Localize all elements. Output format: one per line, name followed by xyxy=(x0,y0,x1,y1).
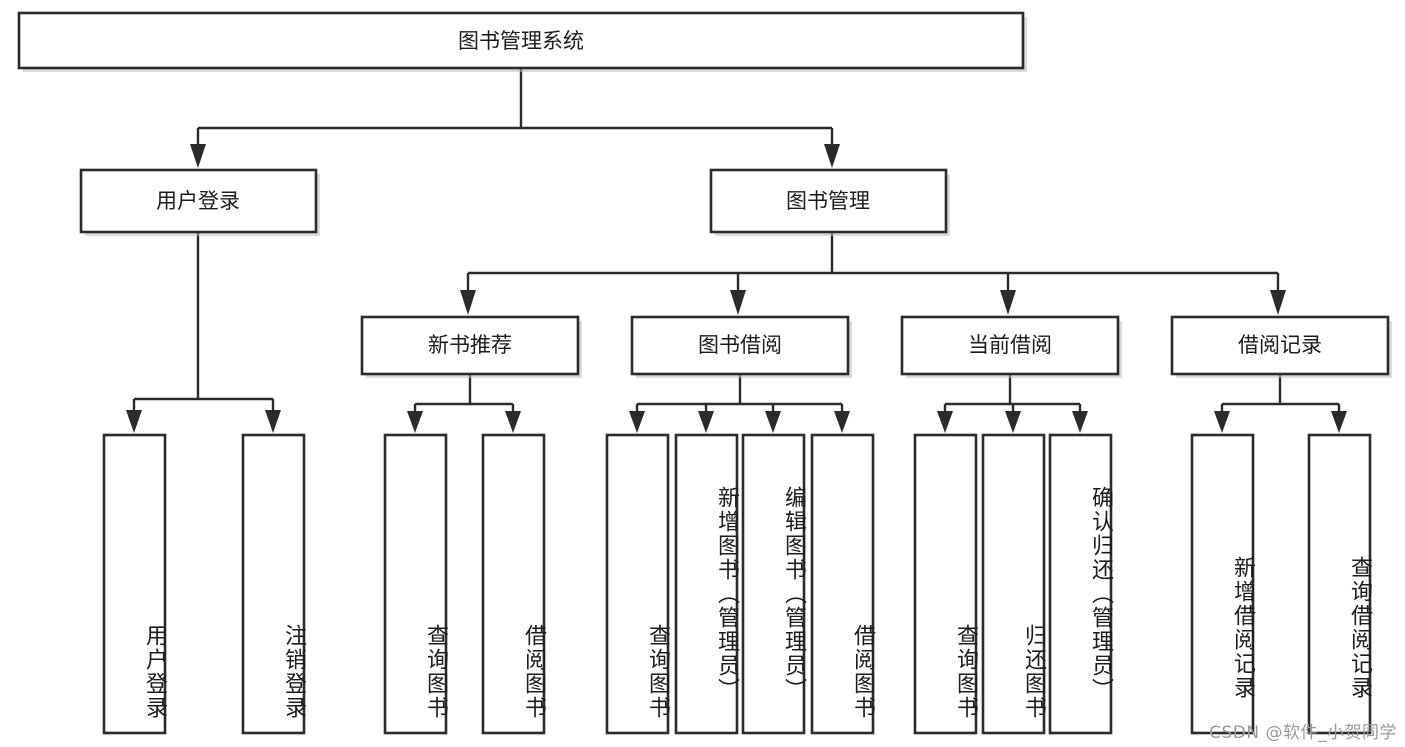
arrow-to-leaf-query-book-1 xyxy=(407,411,423,433)
label-borrow-record: 借阅记录 xyxy=(1238,333,1322,357)
arrow-to-leaf-add-book xyxy=(698,411,714,433)
label-book-management: 图书管理 xyxy=(786,189,870,213)
label-current-borrow: 当前借阅 xyxy=(968,333,1052,357)
node-leaf-logout-login[interactable] xyxy=(241,433,306,735)
arrow-to-leaf-query-book-2 xyxy=(629,411,645,433)
node-leaf-query-record[interactable] xyxy=(1307,433,1372,735)
node-leaf-confirm-return[interactable] xyxy=(1048,433,1113,735)
label-new-book-recommend: 新书推荐 xyxy=(428,333,512,357)
node-leaf-add-record[interactable] xyxy=(1190,433,1255,735)
arrow-to-leaf-query-record xyxy=(1331,411,1347,433)
arrow-to-leaf-edit-book xyxy=(765,411,781,433)
arrow-to-book-management xyxy=(824,144,840,168)
label-book-borrow: 图书借阅 xyxy=(698,333,782,357)
node-layer xyxy=(17,11,1390,735)
arrow-to-book-borrow xyxy=(730,290,746,315)
arrow-to-user-login xyxy=(190,144,206,168)
node-new-book-recommend[interactable] xyxy=(360,315,580,376)
arrow-to-leaf-return-book xyxy=(1005,411,1021,433)
node-user-login[interactable] xyxy=(79,168,318,234)
arrow-to-leaf-confirm-return xyxy=(1072,411,1088,433)
label-root: 图书管理系统 xyxy=(458,29,584,53)
arrow-to-new-book-recommend xyxy=(460,290,476,315)
label-user-login: 用户登录 xyxy=(156,189,240,213)
node-leaf-query-book-2[interactable] xyxy=(605,433,670,735)
arrow-to-leaf-user-login xyxy=(126,410,142,433)
node-current-borrow[interactable] xyxy=(900,315,1120,376)
arrow-to-leaf-logout-login xyxy=(265,410,281,433)
node-leaf-borrow-book-2[interactable] xyxy=(810,433,875,735)
horizontal-label-layer: 图书管理系统 用户登录 图书管理 新书推荐 图书借阅 当前借阅 借阅记录 xyxy=(156,29,1322,357)
node-book-management[interactable] xyxy=(709,168,948,234)
arrow-to-leaf-borrow-book-1 xyxy=(505,411,521,433)
connector-layer xyxy=(126,68,1347,433)
arrow-to-leaf-borrow-book-2 xyxy=(834,411,850,433)
node-leaf-borrow-book-1[interactable] xyxy=(481,433,546,735)
node-leaf-user-login[interactable] xyxy=(102,433,167,735)
node-leaf-add-book[interactable] xyxy=(674,433,739,735)
arrow-to-borrow-record xyxy=(1270,290,1286,315)
node-book-borrow[interactable] xyxy=(630,315,850,376)
arrow-to-leaf-add-record xyxy=(1214,411,1230,433)
arrow-to-leaf-query-book-3 xyxy=(937,411,953,433)
node-root[interactable] xyxy=(17,11,1025,70)
node-leaf-query-book-3[interactable] xyxy=(913,433,978,735)
node-leaf-return-book[interactable] xyxy=(981,433,1046,735)
node-leaf-edit-book[interactable] xyxy=(741,433,806,735)
node-leaf-query-book-1[interactable] xyxy=(383,433,448,735)
watermark-text: CSDN @软件_小贺同学 xyxy=(1209,723,1397,743)
arrow-to-current-borrow xyxy=(1000,290,1016,315)
node-borrow-record[interactable] xyxy=(1170,315,1390,376)
